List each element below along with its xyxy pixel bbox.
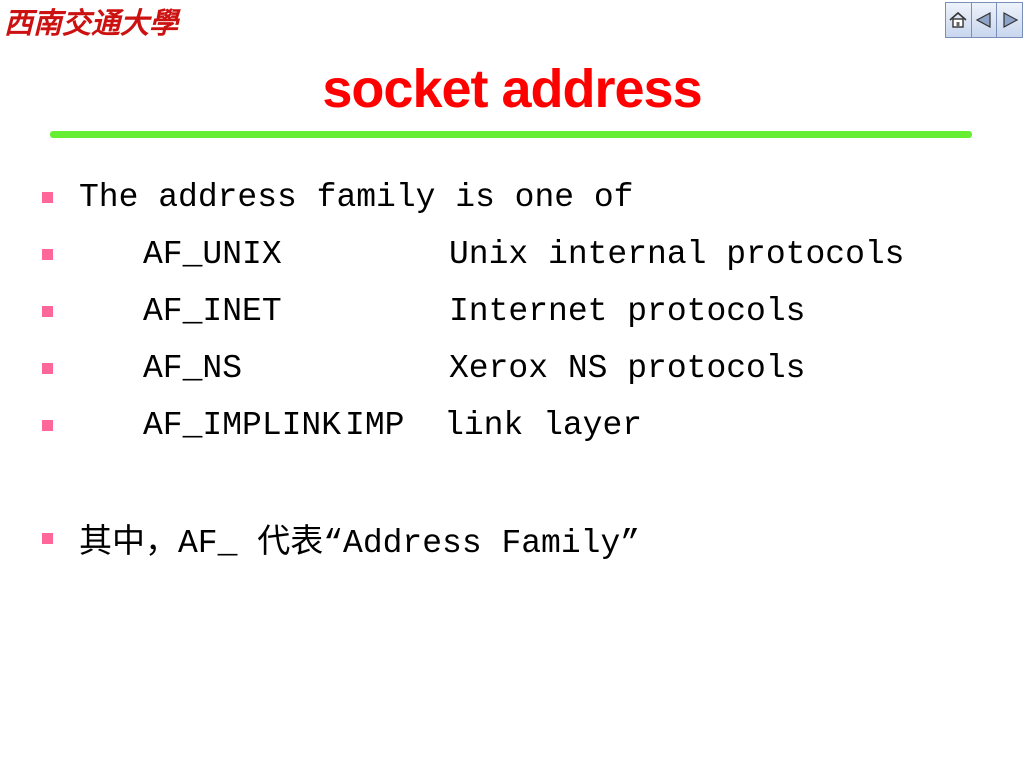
address-family-name: AF_UNIX bbox=[143, 235, 282, 273]
triangle-left-icon bbox=[975, 11, 991, 29]
logo-text: 西南交通大學 bbox=[4, 6, 181, 40]
bullet-square-icon bbox=[42, 191, 53, 203]
list-item: AF_IMPLINK IMP link layer bbox=[42, 405, 642, 445]
list-item: AF_INET Internet protocols bbox=[42, 291, 805, 331]
address-family-description: IMP link layer bbox=[345, 406, 643, 444]
bullet-square-icon bbox=[42, 305, 53, 317]
title-underline bbox=[50, 131, 972, 138]
address-family-description: Xerox NS protocols bbox=[449, 349, 806, 387]
bullet-square-icon bbox=[42, 248, 53, 260]
home-button[interactable] bbox=[946, 3, 972, 37]
bullet-square-icon bbox=[42, 362, 53, 374]
next-button[interactable] bbox=[997, 3, 1023, 37]
list-item: The address family is one of bbox=[42, 177, 634, 217]
address-family-name: AF_INET bbox=[143, 292, 282, 330]
slide-navigation bbox=[945, 2, 1023, 38]
triangle-right-icon bbox=[1003, 11, 1018, 29]
address-family-description: Unix internal protocols bbox=[449, 235, 905, 273]
address-family-name: AF_IMPLINK bbox=[143, 406, 342, 444]
logo-calligraphy: 西南交通大學 bbox=[4, 6, 181, 40]
list-item: 其中，AF_ 代表“Address Family” bbox=[42, 518, 640, 562]
bullet-square-icon bbox=[42, 419, 53, 431]
list-item-text: The address family is one of bbox=[79, 178, 634, 216]
previous-button[interactable] bbox=[971, 3, 998, 37]
list-item: AF_UNIX Unix internal protocols bbox=[42, 234, 904, 274]
university-logo: 西南交通大學 bbox=[2, 2, 186, 42]
address-family-description: Internet protocols bbox=[449, 292, 806, 330]
bullet-square-icon bbox=[42, 532, 53, 544]
address-family-name: AF_NS bbox=[143, 349, 243, 387]
slide-title: socket address bbox=[322, 59, 702, 119]
home-icon bbox=[949, 11, 967, 28]
list-item-text: 其中，AF_ 代表“Address Family” bbox=[79, 525, 641, 562]
list-item: AF_NS Xerox NS protocols bbox=[42, 348, 805, 388]
